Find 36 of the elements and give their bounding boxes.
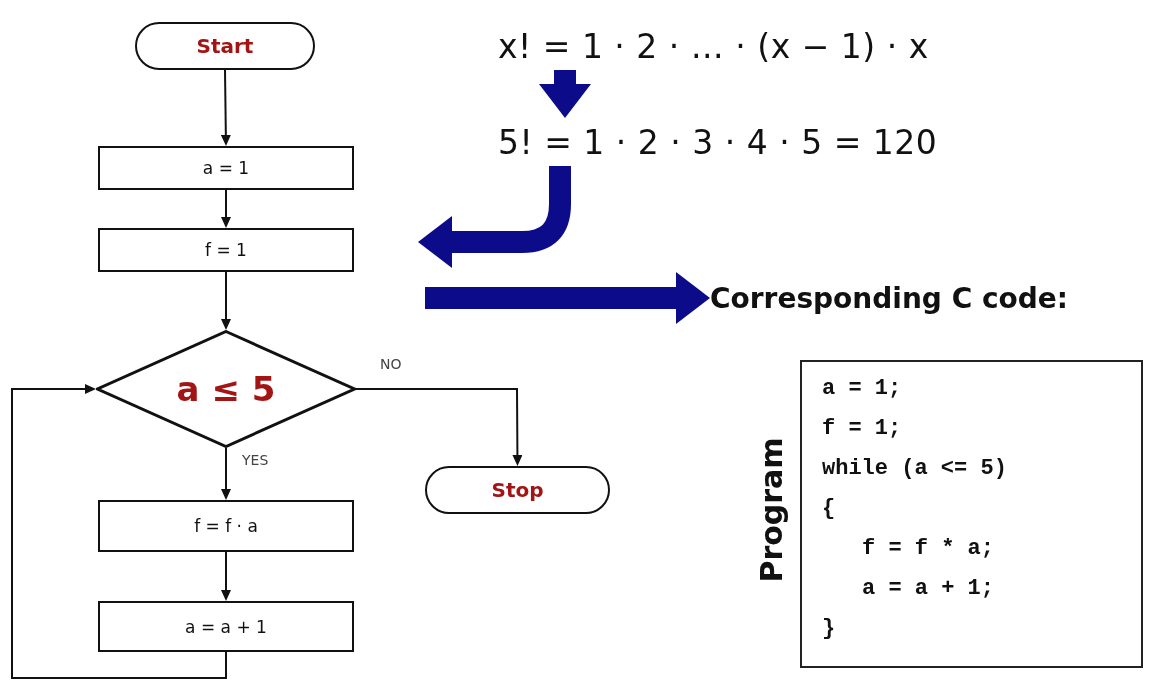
arrow — [221, 447, 231, 500]
process-box — [98, 500, 354, 552]
code-line: f = f * a; — [861, 535, 996, 563]
terminal-label: Start — [196, 34, 254, 58]
box-label: f = 1 — [205, 240, 247, 260]
code-line: } — [822, 615, 837, 643]
process-box — [98, 601, 354, 652]
arrow — [221, 551, 231, 601]
terminal-shape — [425, 466, 610, 514]
arrow — [221, 189, 231, 228]
arrow — [220, 69, 231, 146]
edge-label: YES — [240, 452, 271, 468]
edge-label: NO — [378, 356, 404, 372]
arrow — [355, 388, 523, 466]
process-box — [98, 146, 354, 190]
terminal-shape — [135, 22, 315, 70]
code-line: while (a <= 5) — [822, 455, 1008, 483]
box-label: a = 1 — [202, 158, 250, 178]
code-line: { — [822, 495, 837, 523]
formula-text: 5! = 1 · 2 · 3 · 4 · 5 = 120 — [498, 122, 938, 162]
terminal-label: Stop — [491, 478, 544, 502]
code-line: a = a + 1; — [861, 575, 996, 603]
heading-text: Corresponding C code: — [710, 281, 1068, 315]
decision-diamond — [96, 330, 356, 448]
box-label: a = a + 1 — [185, 616, 267, 637]
code-line: f = 1; — [822, 415, 903, 443]
arrow — [221, 271, 231, 330]
program-heading: Program — [754, 436, 790, 585]
process-box — [98, 228, 354, 272]
box-label: f = f · a — [194, 516, 258, 536]
condition-label: a ≤ 5 — [176, 369, 276, 409]
block-arrow — [539, 70, 591, 118]
formula-text: x! = 1 · 2 · … · (x − 1) · x — [498, 26, 929, 66]
arrow — [11, 384, 227, 679]
block-arrow — [425, 272, 710, 324]
code-line: a = 1; — [822, 375, 903, 403]
